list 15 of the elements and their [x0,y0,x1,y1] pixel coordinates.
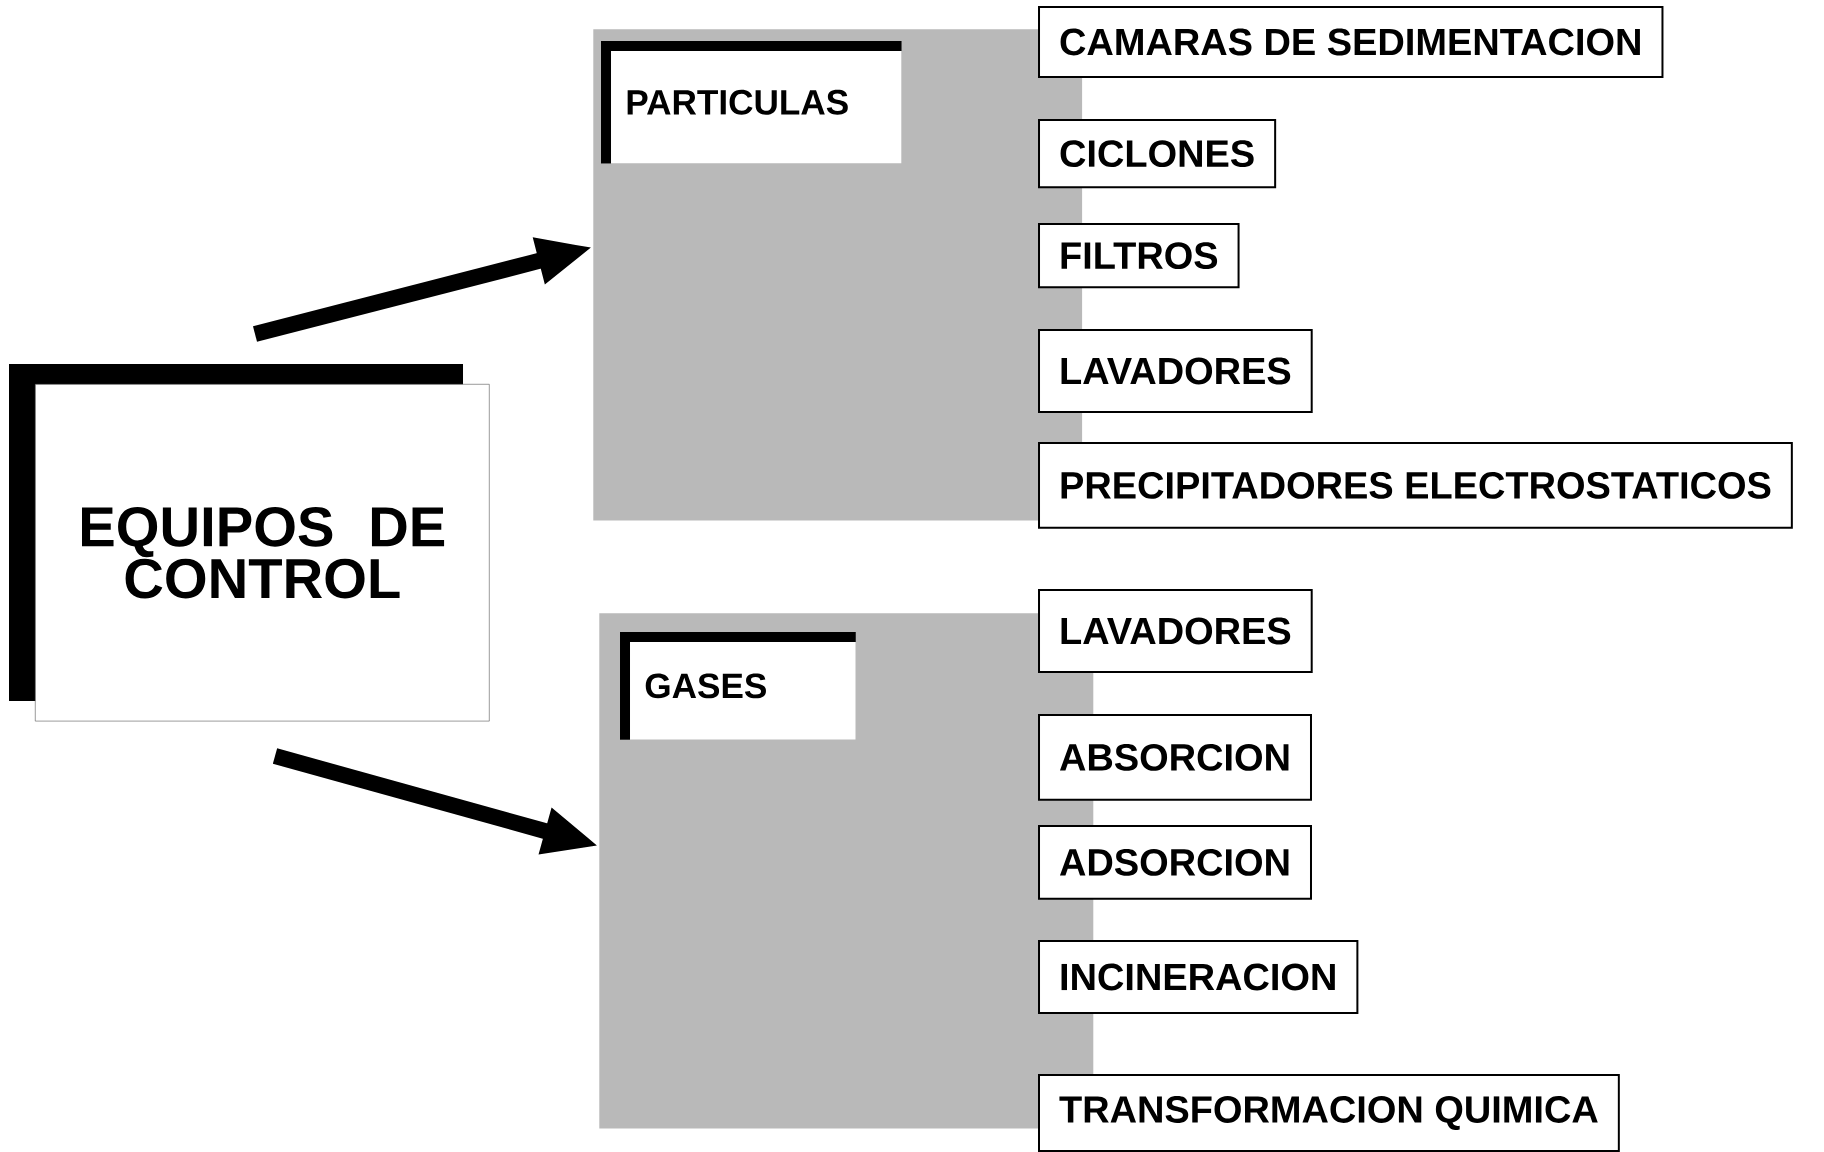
item-box: TRANSFORMACION QUIMICA [1038,1074,1620,1152]
title-box: EQUIPOS DE CONTROL [9,364,490,722]
category-box: GASES [620,632,856,740]
item-box: FILTROS [1038,223,1240,289]
node-label: PARTICULAS [627,89,848,115]
item-box: CICLONES [1038,119,1277,189]
item-box: PRECIPITADORES ELECTROSTATICOS [1038,442,1793,529]
item-box: ADSORCION [1038,825,1312,900]
item-box: CAMARAS DE SEDIMENTACION [1038,6,1664,78]
item-box: LAVADORES [1038,589,1313,673]
item-box: ABSORCION [1038,714,1312,801]
item-box: LAVADORES [1038,329,1313,413]
item-box: INCINERACION [1038,940,1359,1014]
category-box: PARTICULAS [601,41,902,164]
node-label: GASES [645,673,766,699]
